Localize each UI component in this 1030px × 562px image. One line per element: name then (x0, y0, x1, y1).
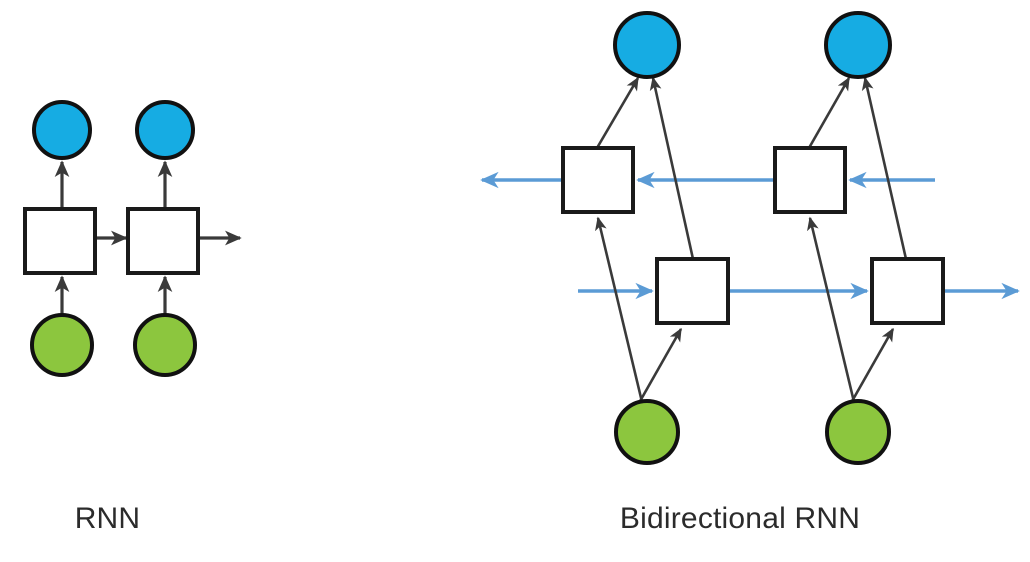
edge-input1-to-forward1 (637, 327, 683, 404)
backward-cell-1 (561, 146, 635, 214)
backward-cell-2 (773, 146, 847, 214)
input-node-2 (133, 313, 197, 377)
edge-input2-to-backward2 (807, 216, 856, 403)
input-node-1 (30, 313, 94, 377)
hidden-cell-1 (23, 207, 97, 275)
rnn-edges (54, 160, 242, 315)
rnn-output-nodes (32, 100, 195, 160)
rnn-hidden-cells (23, 207, 200, 275)
panel-rnn (23, 100, 242, 377)
edge-input2-to-forward2 (849, 327, 895, 404)
birnn-output-nodes (613, 11, 892, 79)
edge-input1-to-backward1 (595, 216, 644, 403)
output-node-2 (824, 11, 892, 79)
input-node-2 (825, 399, 891, 465)
forward-cell-2 (870, 257, 945, 325)
caption-bidirectional-rnn: Bidirectional RNN (619, 502, 861, 535)
hidden-cell-2 (126, 207, 200, 275)
edge-backward1-to-output1 (595, 76, 640, 149)
panel-bidirectional-rnn (480, 11, 1020, 465)
input-node-1 (614, 399, 680, 465)
birnn-backward-cells (561, 146, 847, 214)
birnn-recurrent-edges (480, 171, 1020, 300)
caption-rnn: RNN (74, 502, 141, 535)
forward-cell-1 (655, 257, 730, 325)
edge-forward1-to-output1 (649, 76, 695, 260)
birnn-edges (595, 76, 908, 404)
output-node-1 (32, 100, 92, 160)
birnn-forward-cells (655, 257, 945, 325)
output-node-2 (135, 100, 195, 160)
birnn-input-nodes (614, 399, 891, 465)
edge-forward2-to-output2 (861, 76, 908, 260)
output-node-1 (613, 11, 681, 79)
edge-backward2-to-output2 (807, 76, 851, 149)
rnn-input-nodes (30, 313, 197, 377)
